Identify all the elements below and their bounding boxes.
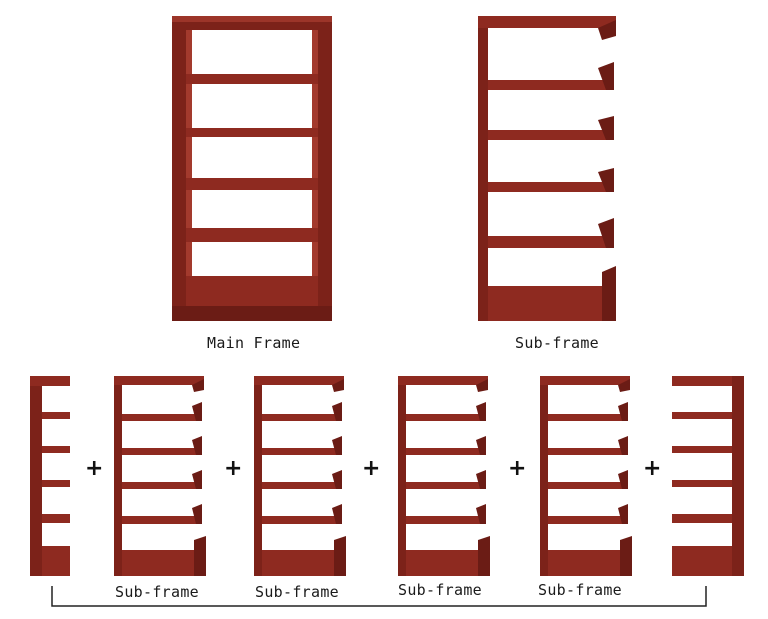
sub-frame-shelf-top [478, 16, 616, 321]
main-frame-body [172, 16, 332, 321]
plus-sign-1: + [85, 456, 104, 481]
sub-frame-label-3: Sub-frame [398, 581, 482, 599]
main-frame-shelf [172, 16, 332, 321]
sub-frame-shelf-4 [540, 376, 632, 576]
plus-sign-2: + [224, 456, 243, 481]
sub-frame-shelf-1 [114, 376, 206, 576]
sub-frame-label-4: Sub-frame [538, 581, 622, 599]
plus-sign-4: + [508, 456, 527, 481]
left-end-panel [30, 376, 70, 576]
sub-frame-shelf-2 [254, 376, 346, 576]
sub-frame-label-1: Sub-frame [115, 583, 199, 601]
right-end-panel [672, 376, 744, 576]
sub-frame-top-body [478, 16, 616, 321]
plus-sign-3: + [362, 456, 381, 481]
sub-frame-label-top: Sub-frame [515, 334, 599, 352]
sub-frame-shelf-3 [398, 376, 490, 576]
main-frame-label: Main Frame [207, 334, 301, 352]
sub-frame-label-2: Sub-frame [255, 583, 339, 601]
plus-sign-5: + [643, 456, 662, 481]
